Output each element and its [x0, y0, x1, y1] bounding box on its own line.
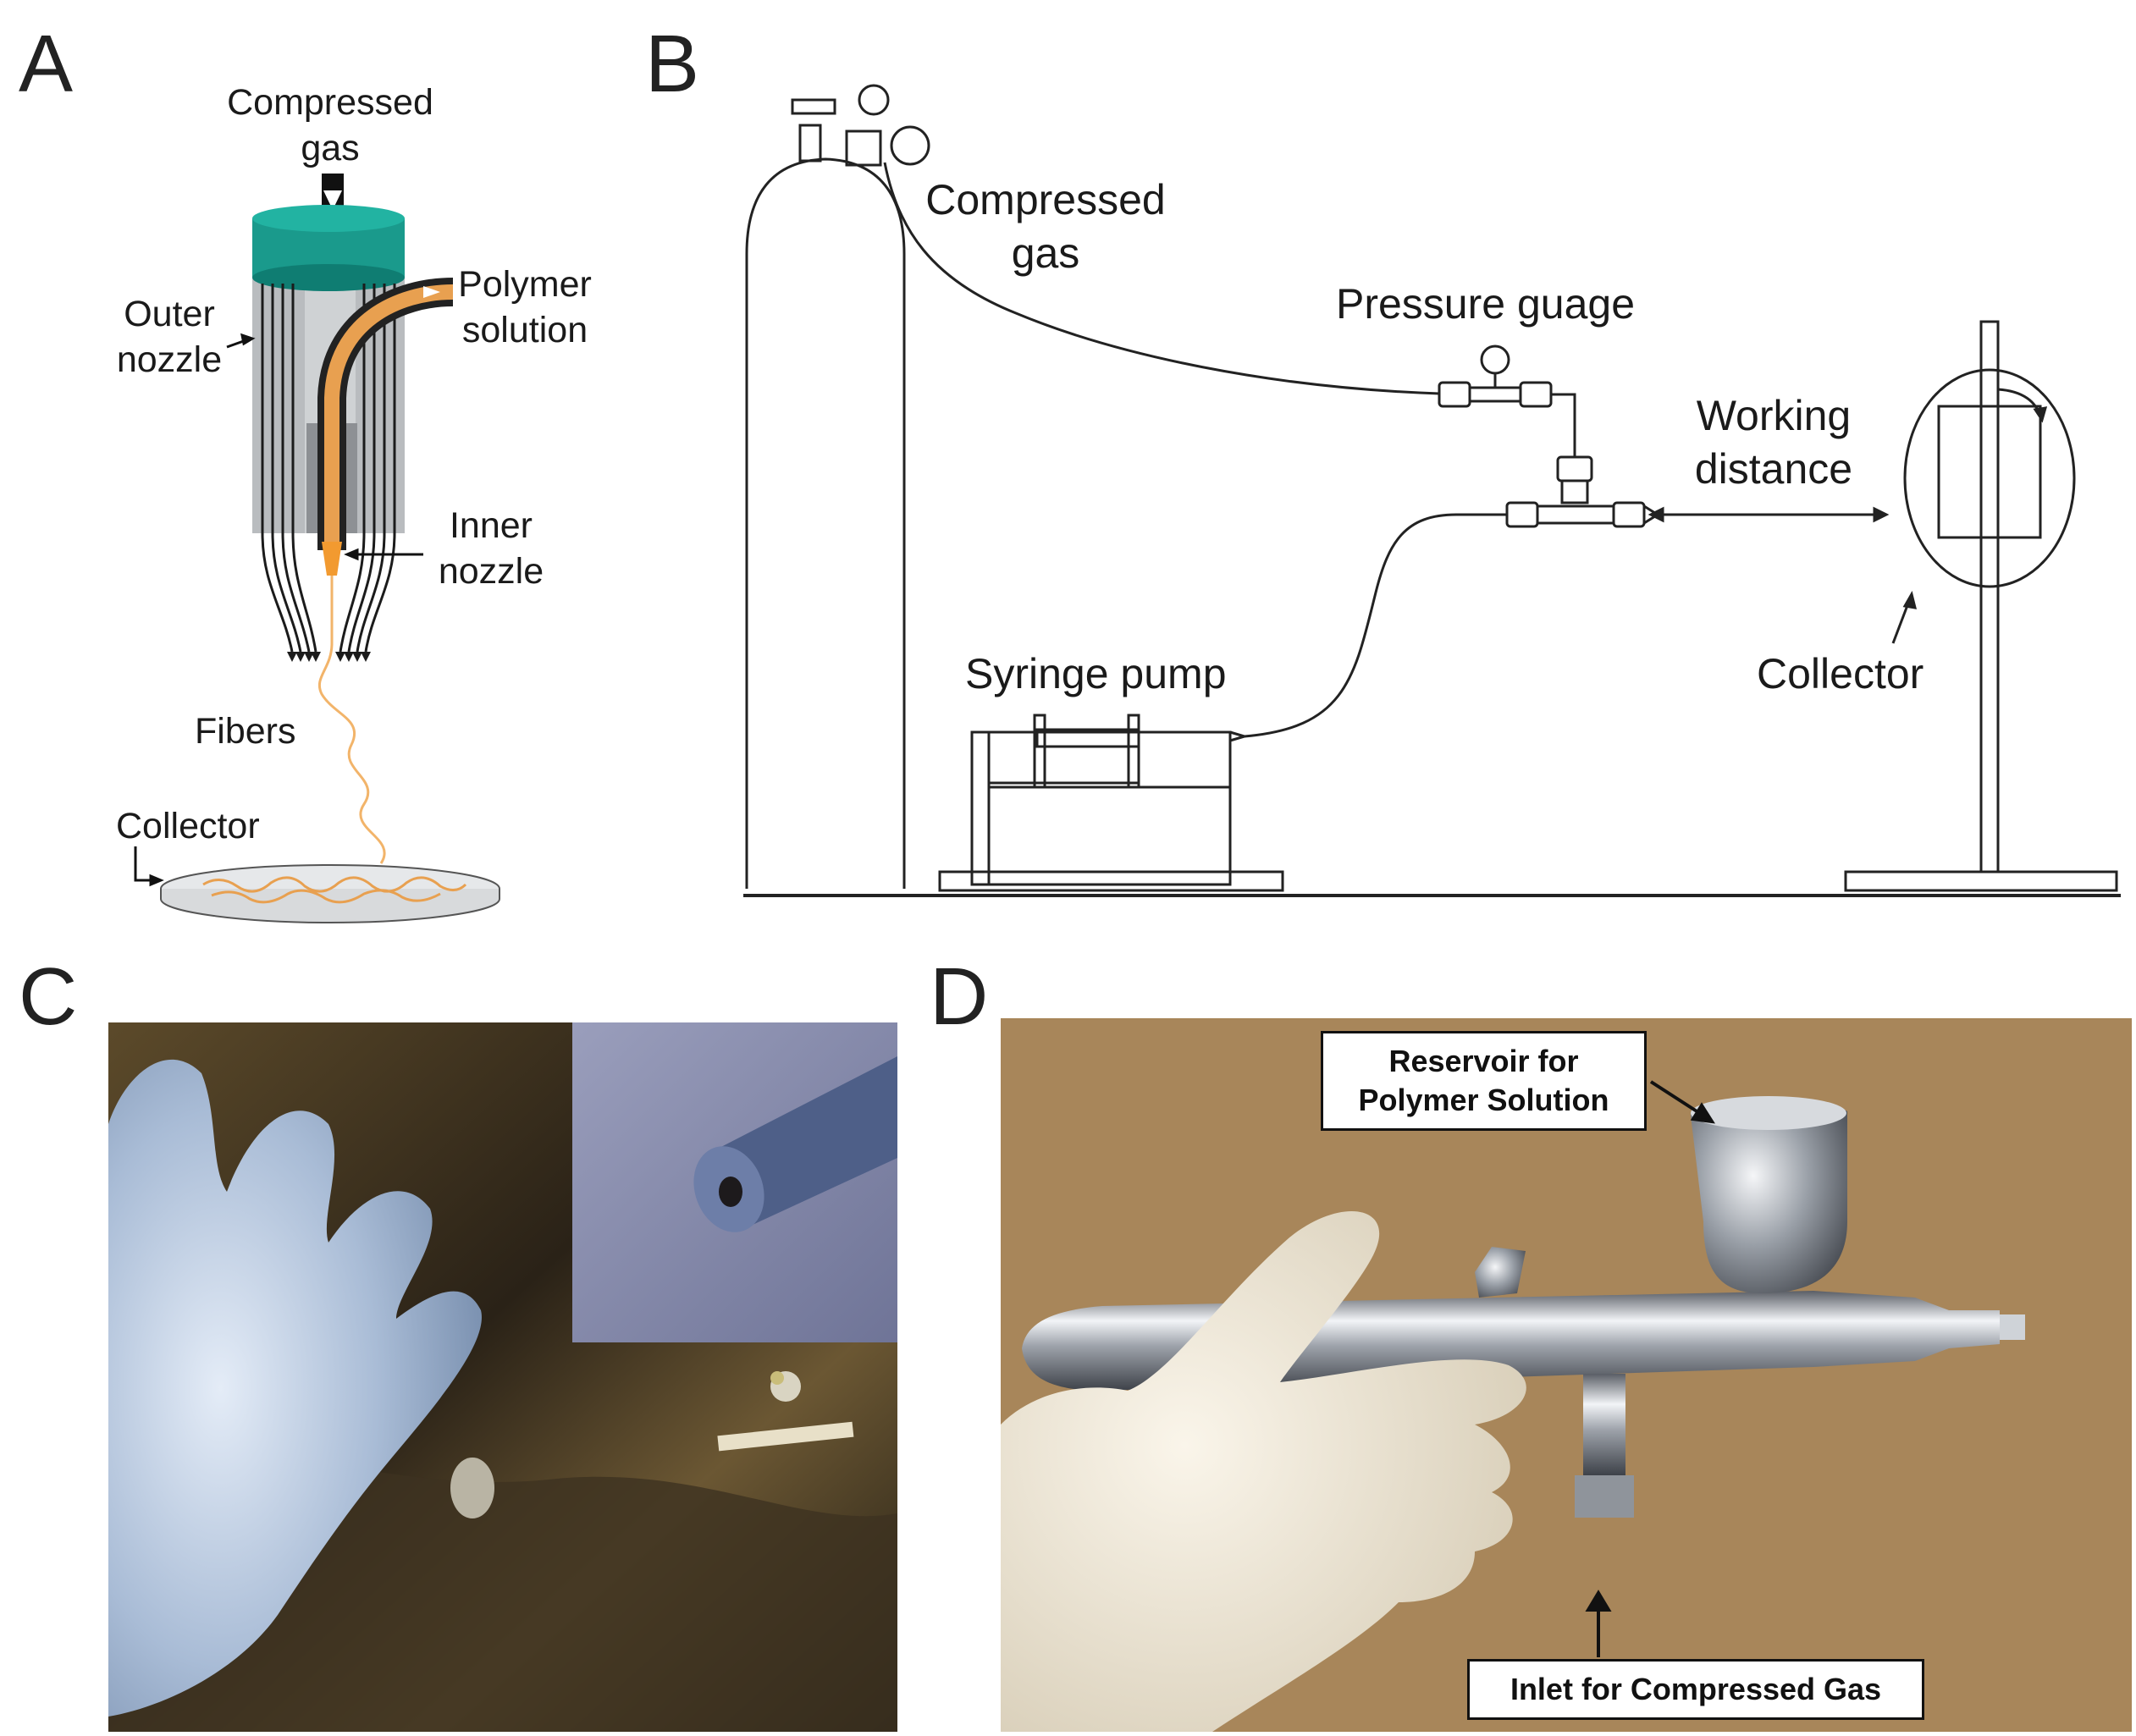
- panel-c-photo: [108, 1022, 897, 1732]
- panel-c-inset-photo: [572, 1022, 897, 1342]
- panel-a-inner-nozzle-label: Inner nozzle: [438, 505, 544, 592]
- panel-b-collector-label: Collector: [1757, 650, 1924, 697]
- panel-c-letter: C: [19, 951, 78, 1042]
- panel-d-reservoir-callout: Reservoir for Polymer Solution: [1321, 1031, 1647, 1132]
- panel-b-compressed-gas-label: Compressed gas: [925, 176, 1166, 277]
- panel-c-glove: [108, 1059, 482, 1717]
- panel-d-reservoir-cup: [1691, 1097, 1847, 1293]
- panel-b-pressure-gauge-label: Pressure guage: [1336, 280, 1636, 328]
- panel-a-letter: A: [19, 19, 74, 109]
- panel-d-glove: [1001, 1210, 1526, 1732]
- panel-a-outer-nozzle-label: Outer nozzle: [116, 294, 223, 380]
- panel-d-letter: D: [930, 951, 989, 1042]
- panel-a-compressed-gas-label: Compressed gas: [227, 82, 433, 168]
- panel-a-polymer-solution-label: Polymer solution: [458, 264, 592, 350]
- panel-d-photo: [1001, 1018, 2132, 1732]
- panel-b-working-distance-label: Working distance: [1694, 392, 1853, 493]
- panel-b-letter: B: [645, 19, 700, 109]
- panel-b-syringe-pump-label: Syringe pump: [965, 650, 1227, 697]
- panel-d-inlet-callout: Inlet for Compressed Gas: [1467, 1659, 1924, 1721]
- panel-a-fibers-label: Fibers: [195, 711, 296, 752]
- panel-a-collector-label: Collector: [116, 806, 260, 846]
